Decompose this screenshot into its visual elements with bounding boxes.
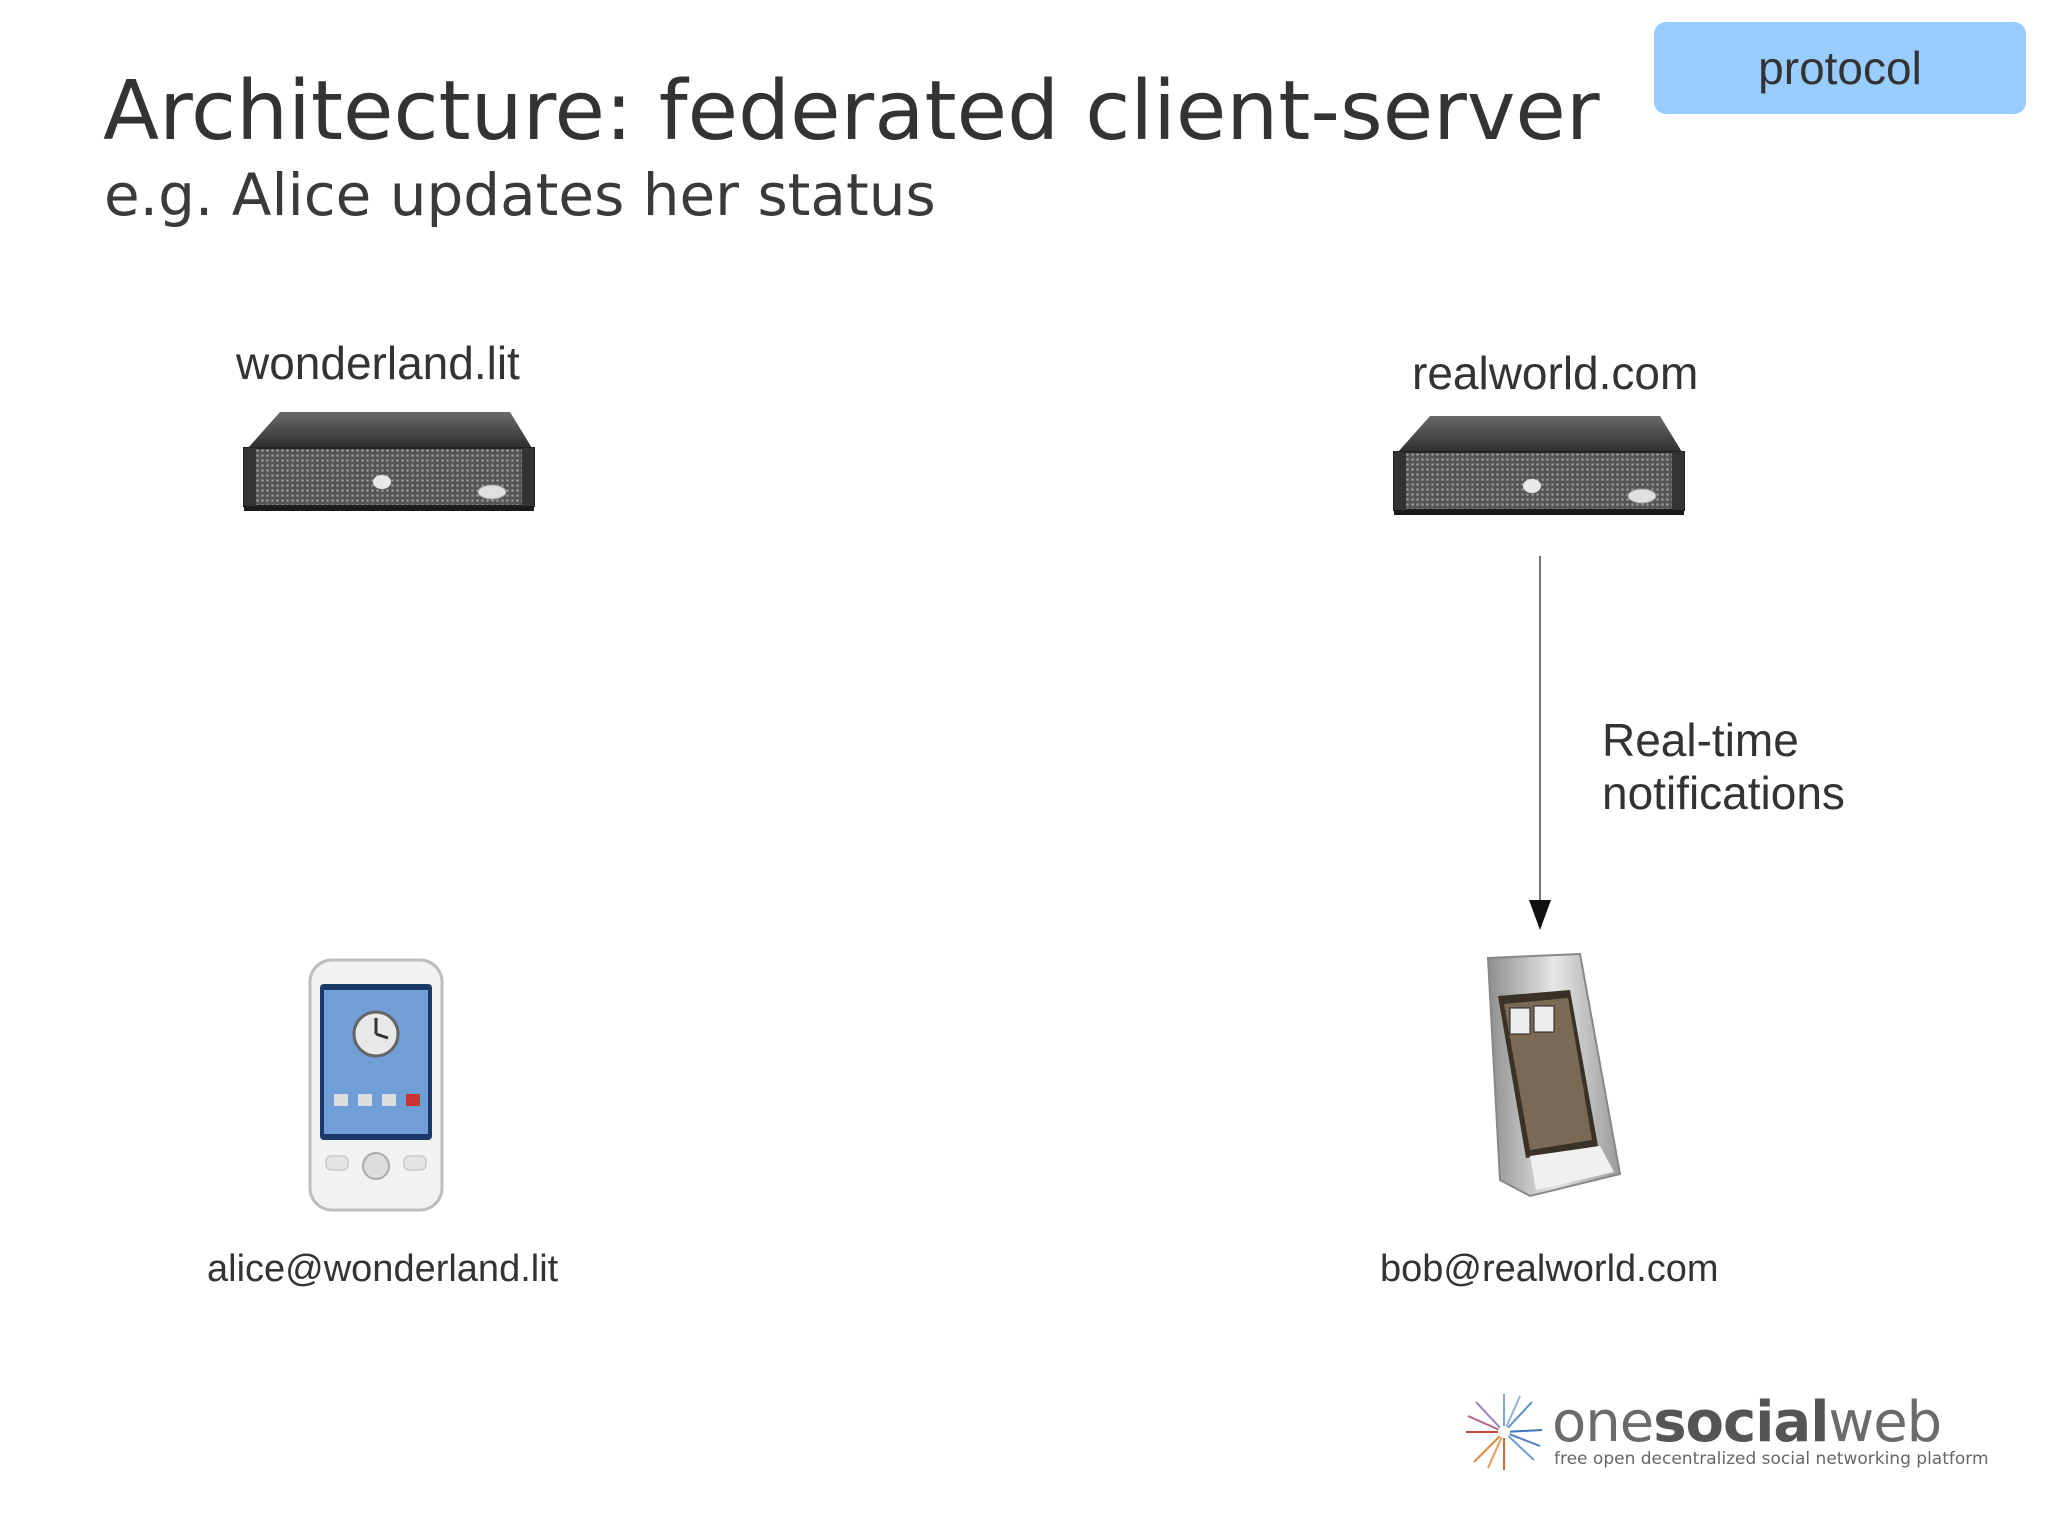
server-icon [243, 412, 535, 511]
edge-label-notifications: Real-time notifications [1602, 714, 1845, 820]
slide-subtitle: e.g. Alice updates her status [104, 161, 936, 229]
client-label-alice: alice@wonderland.lit [207, 1248, 559, 1290]
onesocialweb-tagline: free open decentralized social networkin… [1554, 1449, 1989, 1469]
protocol-tag: protocol [1654, 22, 2026, 114]
smartphone-icon [1486, 952, 1622, 1198]
edge-label-line1: Real-time [1602, 714, 1799, 766]
edge-label-line2: notifications [1602, 767, 1845, 819]
onesocialweb-wordmark: onesocialweb [1552, 1390, 1942, 1455]
client-label-bob: bob@realworld.com [1380, 1248, 1719, 1290]
server-icon [1393, 416, 1685, 515]
wordmark-social: social [1653, 1390, 1829, 1455]
wordmark-one: one [1552, 1390, 1654, 1455]
wordmark-web: web [1828, 1390, 1942, 1455]
onesocialweb-logo-icon [1466, 1394, 1543, 1470]
server-label-wonderland: wonderland.lit [236, 337, 520, 389]
slide-title: Architecture: federated client-server [103, 64, 1600, 159]
server-label-realworld: realworld.com [1412, 347, 1699, 399]
smartphone-icon [308, 958, 444, 1212]
notification-arrow [1529, 556, 1551, 930]
